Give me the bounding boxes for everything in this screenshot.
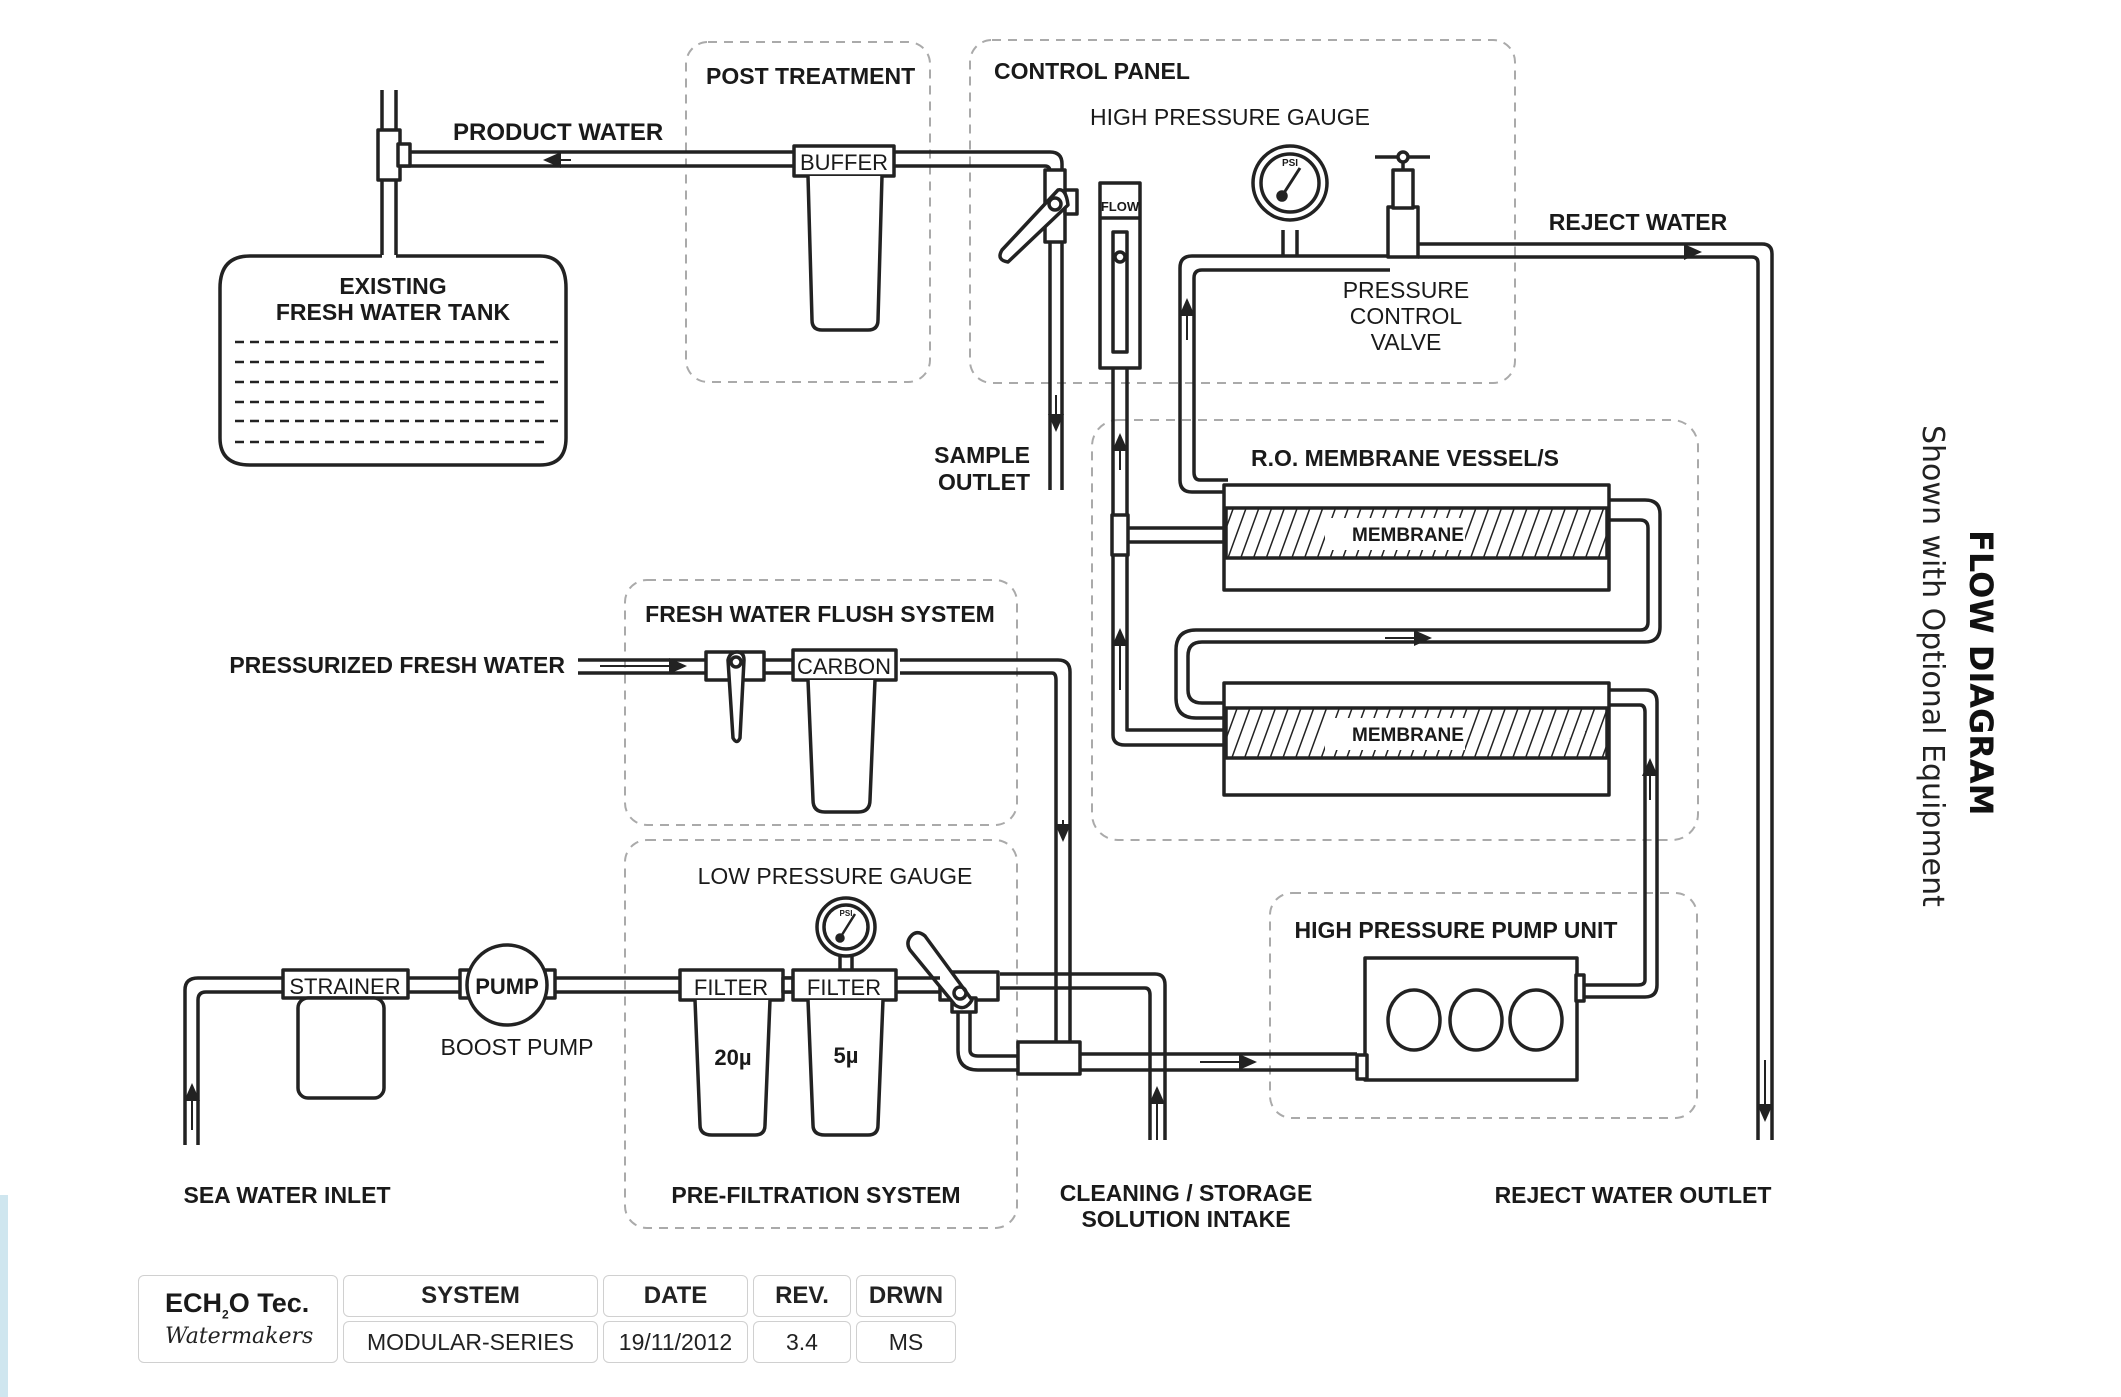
pipe-reject-water xyxy=(1418,242,1774,1140)
label-sea-water-inlet: SEA WATER INLET xyxy=(184,1182,391,1208)
pipe-pressurized-fresh xyxy=(578,658,710,675)
label-sample-1: SAMPLE xyxy=(934,442,1030,468)
diagram-title: FLOW DIAGRAM xyxy=(1962,530,2000,816)
label-low-pressure-gauge: LOW PRESSURE GAUGE xyxy=(698,863,973,889)
label-reject-water: REJECT WATER xyxy=(1549,209,1728,235)
pipe-cleaning-intake xyxy=(1000,972,1167,1140)
value-rev: 3.4 xyxy=(753,1321,851,1363)
company-logo: ECH2O Tec. Watermakers xyxy=(138,1275,338,1363)
label-buffer: BUFFER xyxy=(800,150,888,175)
page-edge-strip xyxy=(0,1195,8,1397)
header-drwn: DRWN xyxy=(856,1275,956,1317)
filter-5-bowl xyxy=(806,999,885,1137)
label-filter-5: FILTER xyxy=(807,975,881,1000)
pipe-sea-water xyxy=(183,976,940,1145)
strainer-bowl xyxy=(296,996,386,1100)
label-product-water: PRODUCT WATER xyxy=(453,119,663,146)
label-strainer: STRAINER xyxy=(289,974,400,999)
filter-20-head xyxy=(678,968,785,1002)
header-rev: REV. xyxy=(753,1275,851,1317)
label-filter-20: FILTER xyxy=(694,975,768,1000)
group-control-panel xyxy=(969,39,1516,384)
buffer-filter-bowl xyxy=(806,175,884,332)
group-post-treatment xyxy=(685,41,931,383)
label-micron-20: 20µ xyxy=(714,1045,751,1070)
group-ro-membrane xyxy=(1091,419,1699,841)
carbon-filter-bowl xyxy=(806,679,877,814)
pipe-feed-main xyxy=(1078,1052,1357,1072)
label-cleaning-2: SOLUTION INTAKE xyxy=(1081,1206,1290,1232)
label-pump: PUMP xyxy=(475,974,539,999)
company-name: ECH2O Tec. xyxy=(165,1288,310,1322)
header-date: DATE xyxy=(603,1275,748,1317)
feed-tee xyxy=(1016,1040,1082,1076)
group-title-post-treatment: POST TREATMENT xyxy=(706,63,915,89)
label-boost-pump: BOOST PUMP xyxy=(441,1034,594,1060)
group-fresh-water-flush xyxy=(624,579,1018,826)
header-system: SYSTEM xyxy=(343,1275,598,1317)
group-title-pre-filtration: PRE-FILTRATION SYSTEM xyxy=(671,1182,960,1208)
value-date: 19/11/2012 xyxy=(603,1321,748,1363)
label-tank-2: FRESH WATER TANK xyxy=(276,299,511,325)
fresh-water-tank xyxy=(218,254,568,467)
pipe-product-water xyxy=(395,150,1064,173)
filter-20-bowl xyxy=(693,999,772,1137)
group-hp-pump-unit xyxy=(1269,892,1698,1119)
label-sample-2: OUTLET xyxy=(938,469,1030,495)
pressure-control-valve xyxy=(1386,205,1420,259)
flow-meter xyxy=(1098,181,1142,370)
label-psi-high: PSI xyxy=(1282,158,1298,169)
group-title-control-panel: CONTROL PANEL xyxy=(994,58,1190,84)
label-psi-low: PSI xyxy=(840,909,853,918)
label-pcv-3: VALVE xyxy=(1371,329,1442,355)
label-reject-water-outlet: REJECT WATER OUTLET xyxy=(1495,1182,1772,1208)
label-membrane-2: MEMBRANE xyxy=(1352,725,1464,746)
group-pre-filtration xyxy=(624,839,1018,1229)
label-pcv-1: PRESSURE xyxy=(1343,277,1470,303)
pipe-sample-outlet xyxy=(1048,242,1064,490)
label-membrane-1: MEMBRANE xyxy=(1352,525,1464,546)
label-pressurized-fresh-water: PRESSURIZED FRESH WATER xyxy=(229,652,565,678)
value-drwn: MS xyxy=(856,1321,956,1363)
pipe-flow-down xyxy=(1111,368,1129,540)
pipe-concentrate-up xyxy=(1178,254,1390,494)
value-system: MODULAR-SERIES xyxy=(343,1321,598,1363)
group-title-fresh-water-flush: FRESH WATER FLUSH SYSTEM xyxy=(645,601,995,627)
diagram-subtitle: Shown with Optional Equipment xyxy=(1915,425,1950,907)
strainer-head xyxy=(281,968,410,1000)
filter-5-head xyxy=(791,968,898,1002)
pipe-permeate-lower xyxy=(1111,555,1228,747)
label-carbon: CARBON xyxy=(797,654,891,679)
label-micron-5: 5µ xyxy=(834,1043,859,1068)
label-flow: FLOW xyxy=(1101,199,1140,214)
high-pressure-pump xyxy=(1363,956,1579,1082)
label-high-pressure-gauge: HIGH PRESSURE GAUGE xyxy=(1090,104,1370,130)
group-title-hp-pump-unit: HIGH PRESSURE PUMP UNIT xyxy=(1295,917,1618,943)
company-tagline: Watermakers xyxy=(165,1324,314,1349)
flush-valve-handle xyxy=(726,650,746,744)
pipe-hp-to-vessel xyxy=(1584,688,1659,999)
boost-pump xyxy=(465,943,549,1027)
label-cleaning-1: CLEANING / STORAGE xyxy=(1060,1180,1313,1206)
label-tank-1: EXISTING xyxy=(339,273,446,299)
pipe-flush-down xyxy=(900,658,1072,1042)
label-pcv-2: CONTROL xyxy=(1350,303,1463,329)
membrane-tee xyxy=(1110,513,1130,557)
group-title-ro-membrane: R.O. MEMBRANE VESSEL/S xyxy=(1251,445,1559,471)
